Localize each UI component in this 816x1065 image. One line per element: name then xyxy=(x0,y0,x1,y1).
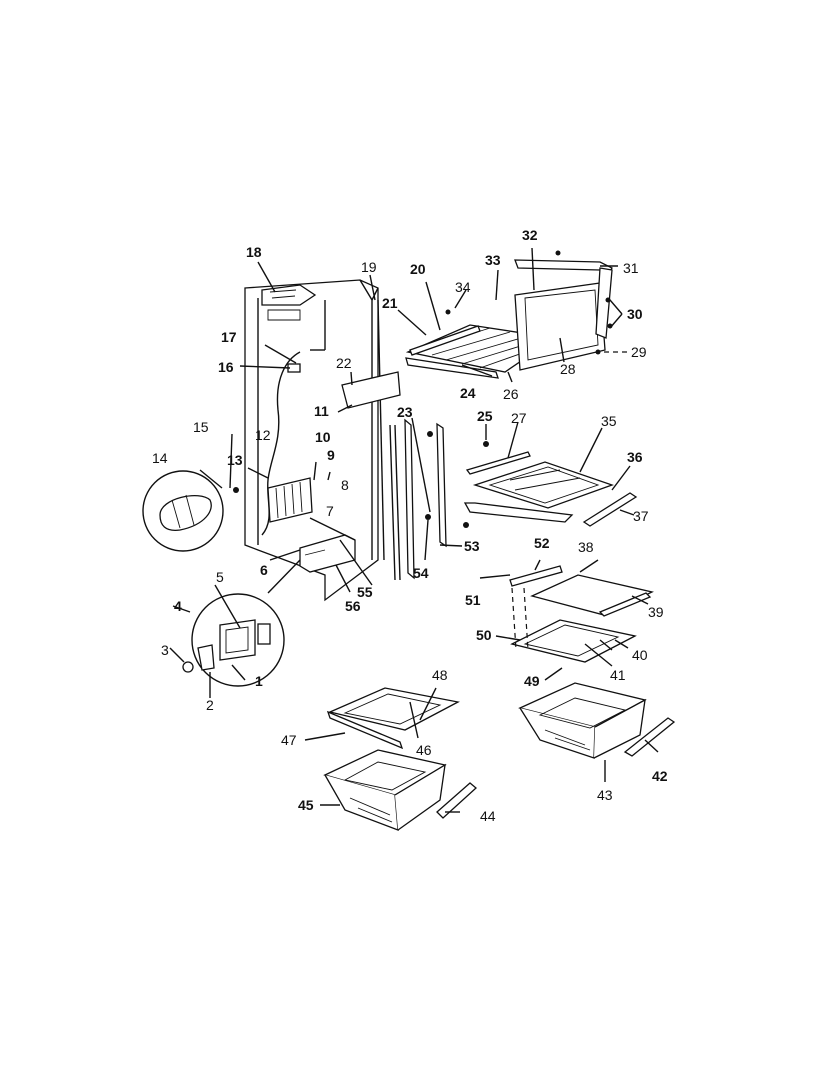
label-26: 26 xyxy=(503,386,519,402)
shelf-support-rails xyxy=(404,418,447,580)
fasteners xyxy=(233,250,613,528)
crisper-cover-left xyxy=(326,687,460,750)
label-53: 53 xyxy=(464,538,480,554)
label-28: 28 xyxy=(560,361,576,377)
label-7: 7 xyxy=(326,503,334,519)
label-50: 50 xyxy=(476,627,492,643)
detail-circle-control xyxy=(182,559,301,687)
label-43: 43 xyxy=(597,787,613,803)
label-25: 25 xyxy=(477,408,493,424)
crisper-drawer-left xyxy=(323,749,447,831)
detail-circle-light xyxy=(142,470,224,552)
label-15: 15 xyxy=(193,419,209,435)
label-33: 33 xyxy=(485,252,501,268)
label-12: 12 xyxy=(255,427,271,443)
freezer-basket xyxy=(514,259,613,371)
label-44: 44 xyxy=(480,808,496,824)
label-32: 32 xyxy=(522,227,538,243)
glass-shelf xyxy=(472,461,614,509)
label-17: 17 xyxy=(221,329,237,345)
label-5: 5 xyxy=(216,569,224,585)
label-24: 24 xyxy=(460,385,476,401)
control-housing xyxy=(261,284,317,321)
label-13: 13 xyxy=(227,452,243,468)
label-39: 39 xyxy=(648,604,664,620)
label-11: 11 xyxy=(314,403,329,419)
leader-lines xyxy=(169,247,659,813)
label-45: 45 xyxy=(298,797,314,813)
label-41: 41 xyxy=(610,667,626,683)
crisper-drawer-right xyxy=(518,682,647,759)
shelf-rail xyxy=(409,325,481,356)
label-4: 4 xyxy=(174,598,182,614)
shelf-frame xyxy=(463,502,574,523)
label-18: 18 xyxy=(246,244,262,260)
label-51: 51 xyxy=(465,592,481,608)
light-shield xyxy=(341,371,401,409)
label-37: 37 xyxy=(633,508,649,524)
label-1: 1 xyxy=(255,673,263,689)
crisper-trim-right xyxy=(623,717,676,757)
label-52: 52 xyxy=(534,535,550,551)
label-23: 23 xyxy=(397,404,413,420)
label-21: 21 xyxy=(382,295,398,311)
label-27: 27 xyxy=(511,410,527,426)
divider-trim xyxy=(509,565,563,651)
shelf-trim xyxy=(465,451,638,527)
label-36: 36 xyxy=(627,449,643,465)
crisper-cover-frame xyxy=(510,619,637,663)
crisper-cover-glass xyxy=(530,574,654,617)
crisper-trim-left xyxy=(436,782,477,819)
label-55: 55 xyxy=(357,584,373,600)
label-6: 6 xyxy=(260,562,268,578)
label-29: 29 xyxy=(631,344,647,360)
label-19: 19 xyxy=(361,259,377,275)
label-14: 14 xyxy=(152,450,168,466)
label-8: 8 xyxy=(341,477,349,493)
label-47: 47 xyxy=(281,732,297,748)
label-56: 56 xyxy=(345,598,361,614)
label-49: 49 xyxy=(524,673,540,689)
label-3: 3 xyxy=(161,642,169,658)
label-38: 38 xyxy=(578,539,594,555)
label-16: 16 xyxy=(218,359,234,375)
label-46: 46 xyxy=(416,742,432,758)
label-9: 9 xyxy=(327,447,335,463)
label-42: 42 xyxy=(652,768,668,784)
label-54: 54 xyxy=(413,565,429,581)
label-30: 30 xyxy=(627,306,643,322)
label-31: 31 xyxy=(623,260,639,276)
part-labels: 1 2 3 4 5 6 7 8 9 10 11 12 13 14 15 16 1… xyxy=(152,227,668,824)
label-48: 48 xyxy=(432,667,448,683)
air-grille xyxy=(267,477,313,523)
label-34: 34 xyxy=(455,279,471,295)
label-35: 35 xyxy=(601,413,617,429)
label-20: 20 xyxy=(410,261,426,277)
label-40: 40 xyxy=(632,647,648,663)
label-2: 2 xyxy=(206,697,214,713)
label-10: 10 xyxy=(315,429,331,445)
label-22: 22 xyxy=(336,355,352,371)
